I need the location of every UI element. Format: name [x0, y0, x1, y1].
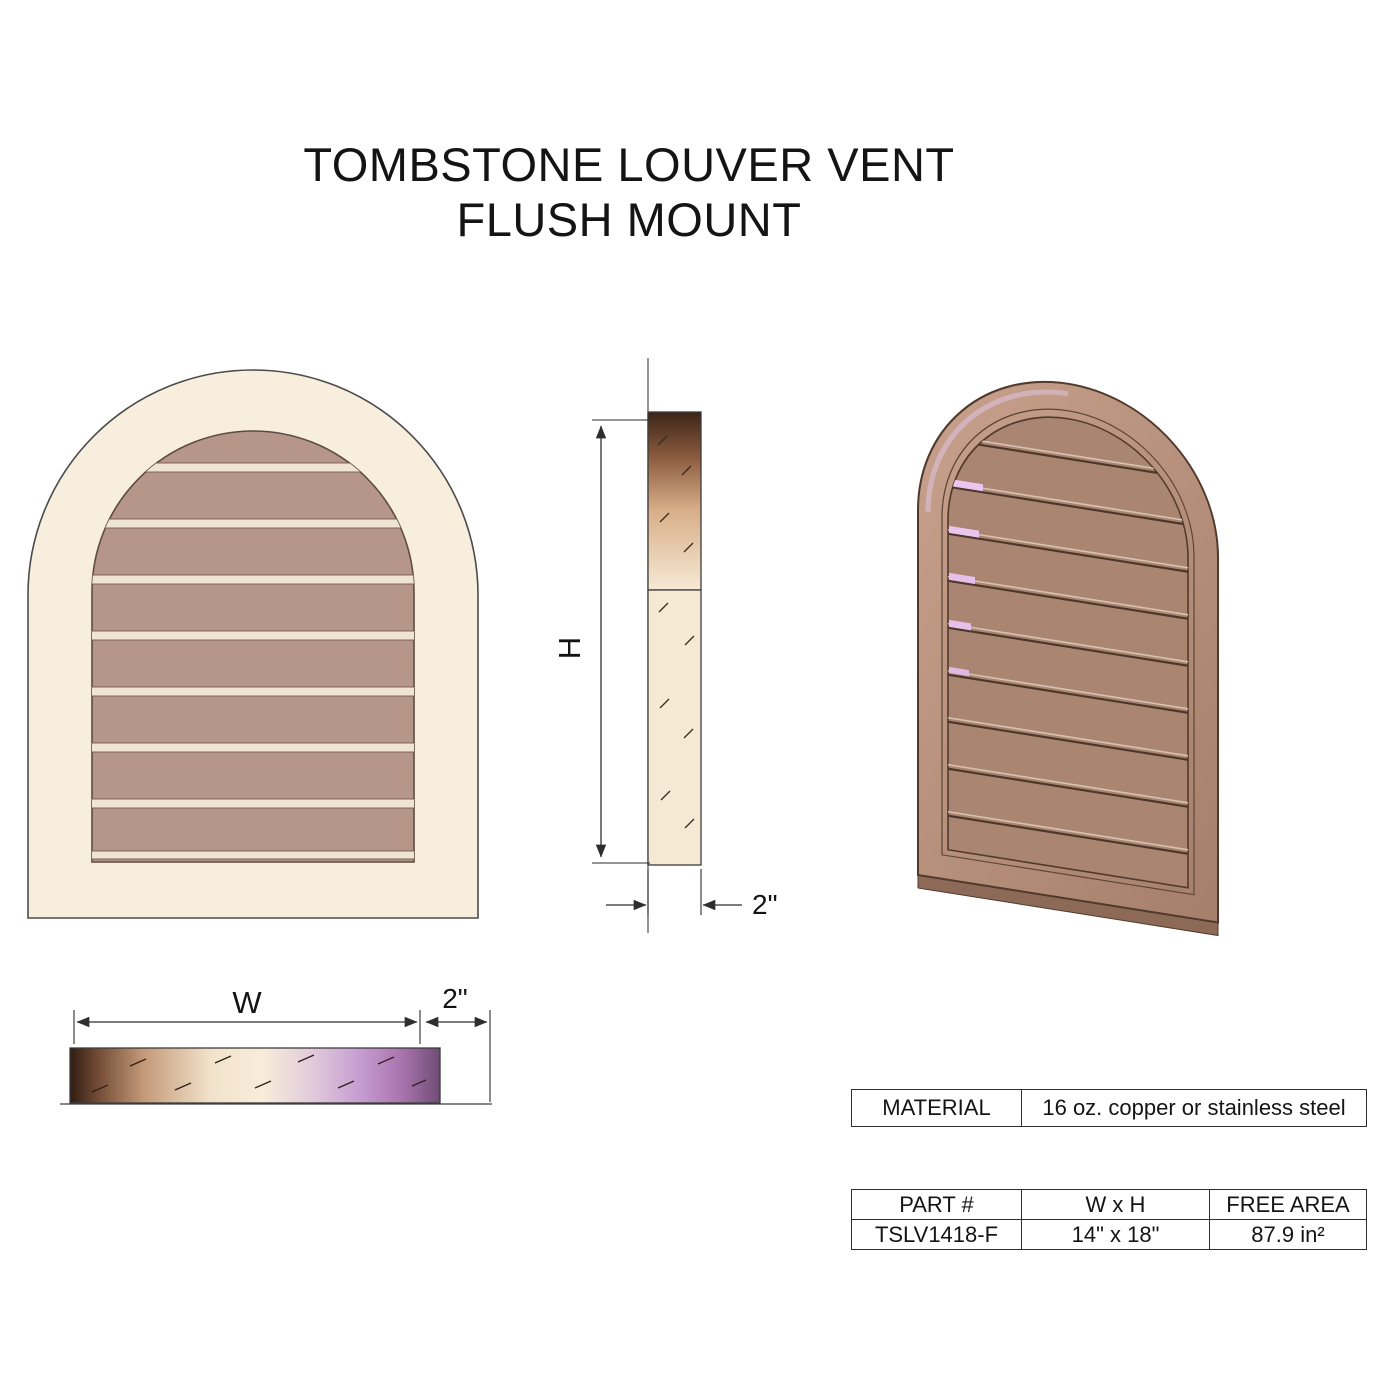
- specs-header-freearea: FREE AREA: [1209, 1189, 1367, 1220]
- perspective-louver-area: [947, 416, 1189, 889]
- side-profile-lower: [647, 589, 702, 866]
- table-row: TSLV1418-F 14" x 18" 87.9 in²: [851, 1219, 1367, 1250]
- perspective-louver-slats: [948, 434, 1188, 856]
- dimension-depth-bottom-label: 2": [442, 983, 468, 1014]
- perspective-arch-sheen: [925, 389, 1069, 512]
- specs-table: PART # W x H FREE AREA TSLV1418-F 14" x …: [851, 1189, 1367, 1250]
- specs-part-number: TSLV1418-F: [851, 1219, 1022, 1250]
- title-line-2: FLUSH MOUNT: [456, 192, 802, 246]
- front-louver-area: [91, 430, 415, 863]
- specs-free-area: 87.9 in²: [1209, 1219, 1367, 1250]
- bottom-view: W 2": [60, 983, 492, 1105]
- bottom-profile-bar: [69, 1047, 441, 1104]
- front-view: [27, 369, 479, 919]
- dimension-h-label: H: [552, 637, 587, 659]
- table-header-row: PART # W x H FREE AREA: [851, 1189, 1367, 1220]
- title-line-1: TOMBSTONE LOUVER VENT: [303, 138, 955, 191]
- side-view: H 2": [552, 358, 778, 933]
- specs-size: 14" x 18": [1021, 1219, 1210, 1250]
- perspective-inner-rim: [941, 408, 1195, 896]
- perspective-view: [917, 380, 1219, 937]
- perspective-louver-glints: [949, 478, 983, 677]
- specs-header-part: PART #: [851, 1189, 1022, 1220]
- dimension-h: H: [552, 419, 650, 864]
- material-label: MATERIAL: [851, 1089, 1022, 1127]
- front-louver-slats: [92, 462, 414, 860]
- dimension-depth-side: 2": [606, 869, 778, 920]
- dimension-depth-side-label: 2": [752, 889, 778, 920]
- material-value: 16 oz. copper or stainless steel: [1021, 1089, 1367, 1127]
- page-title: TOMBSTONE LOUVER VENT FLUSH MOUNT: [0, 138, 1258, 247]
- dimension-depth-bottom: 2": [425, 983, 491, 1102]
- table-row: MATERIAL 16 oz. copper or stainless stee…: [851, 1089, 1367, 1127]
- dimension-w: W: [73, 985, 421, 1044]
- bottom-hatch-marks: [91, 1054, 427, 1093]
- dimension-w-label: W: [232, 985, 262, 1020]
- material-table: MATERIAL 16 oz. copper or stainless stee…: [851, 1089, 1367, 1127]
- specs-header-size: W x H: [1021, 1189, 1210, 1220]
- side-profile-upper: [647, 411, 702, 591]
- side-hatch-marks: [657, 435, 695, 829]
